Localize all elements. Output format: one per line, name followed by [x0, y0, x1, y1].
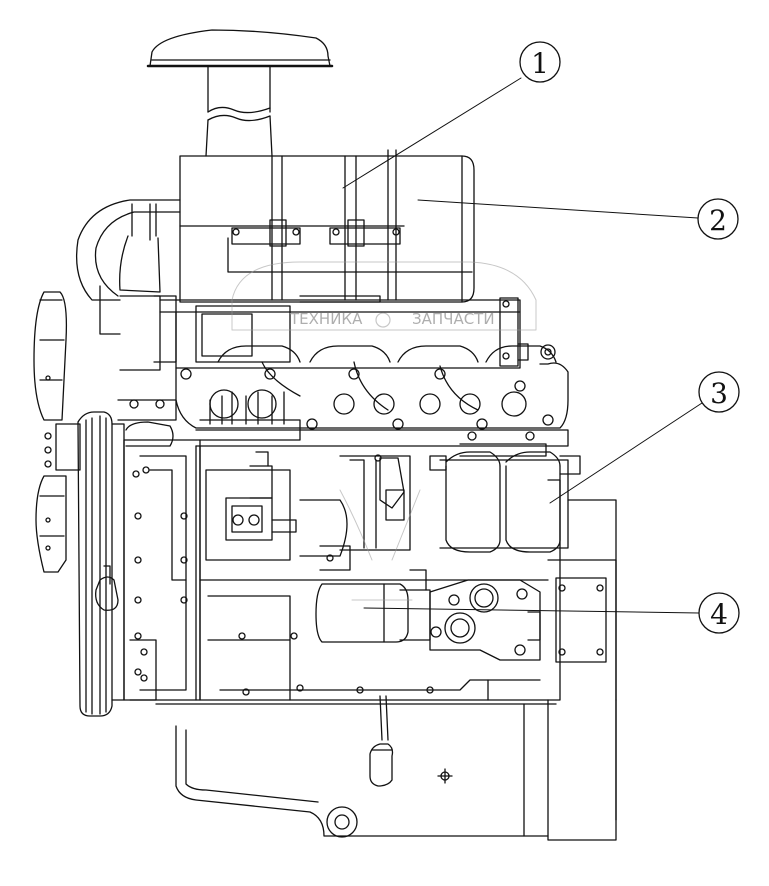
callout-4-group: 4 — [363, 592, 740, 634]
callout-1-circle — [519, 41, 561, 83]
oil-pan — [155, 703, 557, 838]
dipstick — [369, 695, 394, 787]
callout-2-label: 2 — [709, 204, 727, 237]
engine-block — [195, 429, 569, 701]
leader-line-4 — [363, 607, 700, 614]
cylinder-head — [159, 297, 529, 369]
pulley-belt — [77, 411, 125, 717]
timing-cover — [95, 399, 201, 701]
callout-1-group: 1 — [342, 41, 561, 189]
callout-4-label: 4 — [710, 598, 728, 631]
starter-motor — [315, 569, 431, 643]
callout-4-circle — [698, 592, 740, 634]
callout-3-group: 3 — [549, 371, 740, 504]
watermark-text-left: ТЕХНИКА — [289, 310, 363, 328]
air-filter-housing — [179, 149, 475, 303]
fuel-filters — [429, 431, 617, 821]
intake-elbow — [75, 199, 181, 371]
leader-line-2 — [417, 199, 699, 219]
callout-3-circle — [698, 371, 740, 413]
watermark-text-right: ЗАПЧАСТИ — [412, 310, 495, 328]
oil-cooler-housing — [429, 579, 541, 661]
watermark-logo — [231, 261, 537, 601]
air-intake-cap — [146, 29, 334, 68]
callout-2-group: 2 — [417, 198, 739, 240]
flywheel-housing — [547, 559, 617, 841]
callout-3-label: 3 — [710, 377, 728, 410]
exhaust-manifold — [175, 344, 569, 430]
injection-pump — [205, 451, 411, 571]
leader-line-3 — [549, 402, 703, 504]
fan-assembly — [33, 291, 81, 573]
callout-1-label: 1 — [531, 47, 549, 80]
leader-line-1 — [342, 77, 522, 189]
air-intake-pipe — [205, 65, 273, 157]
callout-2-circle — [697, 198, 739, 240]
